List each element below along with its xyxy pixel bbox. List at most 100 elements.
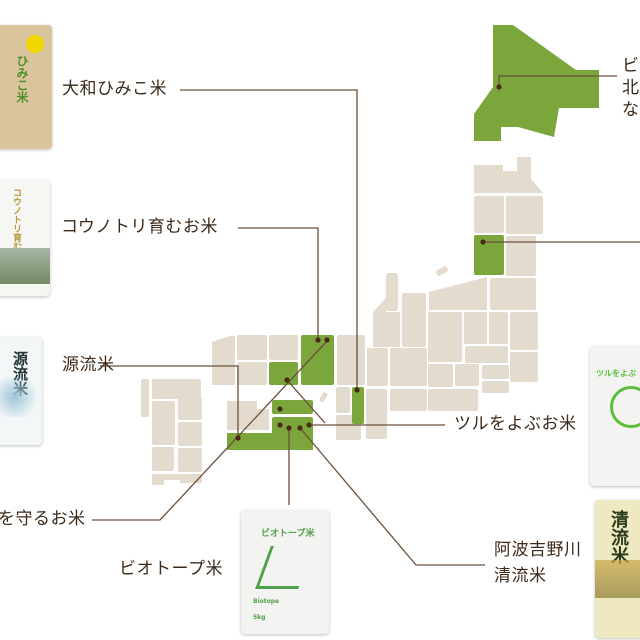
prefecture-yamaguchi: [212, 336, 235, 385]
leader-kounotori: [238, 227, 319, 340]
prefecture-saitama: [465, 346, 508, 363]
leader-hokkaido: [498, 75, 617, 87]
prefecture-gifu: [390, 348, 427, 386]
stork-icon: [255, 546, 314, 589]
prefecture-fukuoka: [152, 379, 201, 399]
location-dot: [306, 422, 312, 428]
bag-genryu[interactable]: 源流米: [0, 337, 42, 445]
location-dot: [297, 425, 303, 431]
location-dot: [286, 425, 292, 431]
prefecture-ibaraki: [510, 312, 538, 350]
prefecture-niigata: [429, 277, 487, 310]
bag-yamato-himiko[interactable]: ひみこ米: [0, 25, 52, 149]
label-awa-1[interactable]: 阿波吉野川: [494, 540, 582, 560]
bag-kounotori[interactable]: コウノトリ育むお米: [0, 180, 50, 296]
label-kounotori[interactable]: コウノトリ育むお米: [61, 217, 218, 237]
prefecture-toyama: [402, 293, 426, 347]
leader-mamoru: [92, 339, 329, 521]
prefecture-tochigi: [489, 312, 508, 344]
prefecture-ishikawa: [386, 273, 398, 311]
location-dot: [480, 239, 486, 245]
prefecture-shimane: [237, 335, 267, 360]
island-awaji: [319, 392, 328, 403]
prefecture-kumamoto: [178, 422, 202, 446]
prefecture-yamagata: [474, 235, 504, 275]
bag-title: コウノトリ育むお米: [11, 188, 21, 269]
location-dot: [277, 422, 283, 428]
label-tsuru[interactable]: ツルをよぶお米: [454, 414, 577, 434]
location-dot: [354, 387, 360, 393]
prefecture-shiga: [337, 335, 365, 385]
island-sado: [436, 266, 448, 276]
prefecture-tokyo: [482, 365, 509, 379]
prefecture-mie: [366, 389, 387, 439]
prefecture-saga: [152, 401, 175, 445]
highlighted-prefectures: [227, 25, 599, 450]
prefecture-oita: [178, 398, 202, 420]
prefecture-kagoshima-e: [178, 448, 202, 472]
location-dots: [235, 84, 502, 441]
prefecture-hyogo: [301, 335, 334, 385]
label-mamoru[interactable]: を守るお米: [0, 509, 86, 529]
label-genryu[interactable]: 源流米: [62, 355, 115, 375]
rice-image: [595, 560, 640, 598]
label-awa-2[interactable]: 清流米: [494, 566, 547, 586]
prefecture-yamanashi: [455, 364, 479, 386]
prefecture-chiba: [510, 352, 538, 382]
bag-tsuru[interactable]: ツルをよぶ: [590, 346, 640, 486]
prefecture-iwate: [506, 196, 543, 234]
prefecture-nagano: [428, 312, 462, 362]
prefecture-kagoshima: [152, 474, 202, 485]
bag-title: ビオトープ米: [261, 529, 315, 539]
bag-title: 清流米: [608, 510, 629, 564]
prefecture-hiroshima: [237, 362, 267, 385]
prefecture-tiles: [141, 157, 543, 485]
prefecture-tottori: [269, 335, 298, 360]
prefecture-kochi: [227, 427, 313, 450]
leader-lines: [92, 75, 640, 566]
bag-sub: Biotope: [253, 598, 280, 605]
prefecture-kyoto: [336, 387, 350, 413]
leader-okayama: [286, 379, 326, 424]
leader-genryu: [100, 365, 239, 438]
label-biotope[interactable]: ビオトープ米: [119, 559, 223, 579]
prefecture-akita: [474, 196, 504, 233]
bag-biotope[interactable]: ビオトープ米 Biotope 5kg: [241, 510, 329, 634]
prefecture-shizuoka: [428, 389, 478, 411]
prefecture-miyazaki: [152, 447, 174, 471]
prefecture-ishikawa-south: [373, 298, 400, 347]
water-splash: [0, 377, 42, 417]
badge-icon: [26, 35, 44, 53]
location-dot: [277, 406, 283, 412]
prefecture-aichi: [390, 389, 427, 411]
prefecture-miyagi: [506, 236, 536, 276]
label-hokkaido-2[interactable]: 北: [622, 78, 640, 98]
field-image: [0, 248, 50, 284]
location-dot: [284, 377, 290, 383]
prefecture-shizuoka-w: [428, 364, 453, 387]
prefecture-aomori: [474, 157, 543, 193]
label-yamato-himiko[interactable]: 大和ひみこ米: [62, 79, 167, 99]
location-dot: [496, 84, 502, 90]
label-hokkaido-1[interactable]: ビ: [622, 56, 640, 76]
prefecture-nara: [352, 387, 364, 424]
crane-icon: [610, 386, 640, 428]
prefecture-okayama: [269, 362, 298, 385]
bag-seiryu[interactable]: 清流米: [595, 500, 640, 638]
bag-title: ひみこ米: [15, 55, 29, 103]
prefecture-fukushima: [490, 278, 536, 310]
prefecture-fukuoka-n: [141, 379, 149, 417]
prefecture-kagawa: [272, 400, 313, 414]
location-dot: [315, 337, 321, 343]
bag-weight: 5kg: [253, 614, 266, 621]
location-dot: [324, 337, 330, 343]
prefecture-kanagawa: [482, 381, 509, 393]
prefecture-gunma: [464, 312, 487, 344]
prefecture-hokkaido: [474, 25, 599, 141]
prefecture-fukui: [367, 348, 388, 386]
bag-title: ツルをよぶ: [596, 369, 636, 378]
leader-awa: [299, 427, 485, 566]
label-hokkaido-3[interactable]: な: [622, 100, 640, 120]
leader-yamato: [180, 89, 358, 390]
